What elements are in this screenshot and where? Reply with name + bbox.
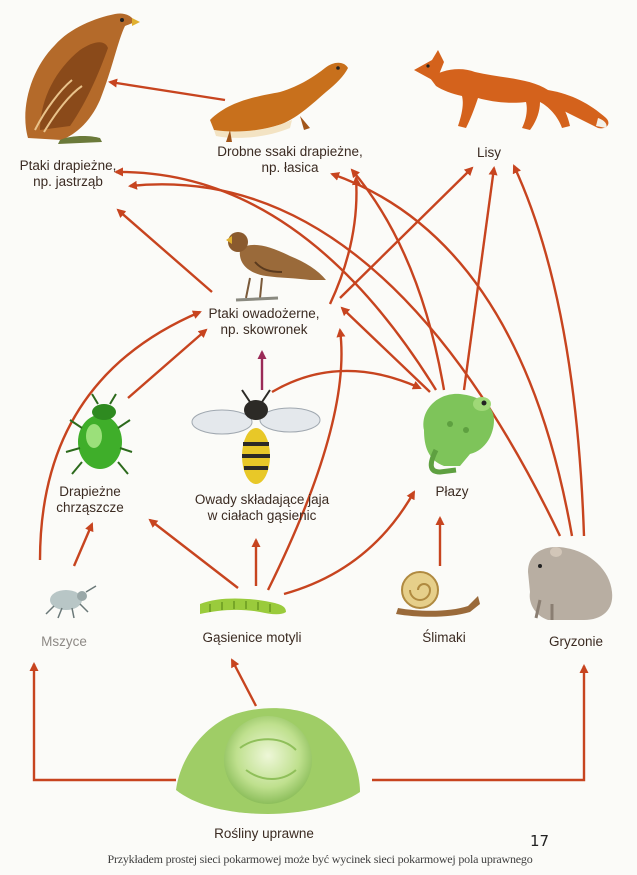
arrow-frog-to-lark xyxy=(342,308,430,392)
label-line: Gąsienice motyli xyxy=(202,630,301,646)
cabbage-icon xyxy=(176,708,360,814)
label-snail: Ślimaki xyxy=(422,630,466,646)
snail-icon xyxy=(396,572,480,617)
caterpillar-icon xyxy=(200,599,286,615)
label-wasp: Owady składające jaja w ciałach gąsienic xyxy=(195,492,329,524)
label-rodent: Gryzonie xyxy=(549,634,603,650)
label-lark: Ptaki owadożerne, np. skowronek xyxy=(208,306,319,338)
arrow-caterpillar-to-lark xyxy=(268,330,342,590)
label-frog: Płazy xyxy=(435,484,468,500)
label-beetle: Drapieżne chrząszcze xyxy=(56,484,124,516)
label-aphid: Mszyce xyxy=(41,634,87,650)
aphid-icon xyxy=(46,586,96,618)
label-line: w ciałach gąsienic xyxy=(195,508,329,524)
label-line: Ślimaki xyxy=(422,630,466,646)
figure-caption: Przykładem prostej sieci pokarmowej może… xyxy=(10,852,630,867)
frog-icon xyxy=(423,394,494,472)
label-hawk: Ptaki drapieżne, np. jastrząb xyxy=(20,158,117,190)
arrow-frog-to-hawk xyxy=(116,172,436,390)
weasel-icon xyxy=(210,63,348,142)
arrow-cabbage-to-rodent xyxy=(372,666,584,780)
arrow-cabbage-to-caterpillar xyxy=(232,660,256,706)
label-line: chrząszcze xyxy=(56,500,124,516)
label-line: Ptaki drapieżne, xyxy=(20,158,117,174)
label-caterpillar: Gąsienice motyli xyxy=(202,630,301,646)
label-line: np. łasica xyxy=(217,160,363,176)
beetle-icon xyxy=(66,394,132,474)
label-cabbage: Rośliny uprawne xyxy=(214,826,314,842)
label-line: Drobne ssaki drapieżne, xyxy=(217,144,363,160)
arrow-weasel-to-hawk xyxy=(110,82,225,100)
arrow-lark-to-hawk xyxy=(118,210,212,292)
label-weasel: Drobne ssaki drapieżne, np. łasica xyxy=(217,144,363,176)
arrow-frog-to-fox xyxy=(464,168,494,390)
hawk-icon xyxy=(25,13,140,144)
rodent-icon xyxy=(528,547,612,620)
arrow-rodent-to-fox xyxy=(514,166,584,536)
label-line: Ptaki owadożerne, xyxy=(208,306,319,322)
arrow-aphid-to-beetle xyxy=(74,524,92,566)
label-line: Gryzonie xyxy=(549,634,603,650)
arrow-caterpillar-to-beetle xyxy=(150,520,238,588)
arrow-rodent-to-hawk xyxy=(130,184,560,536)
fox-icon xyxy=(414,50,608,130)
arrow-cabbage-to-aphid xyxy=(34,664,176,780)
label-line: Owady składające jaja xyxy=(195,492,329,508)
wasp-icon xyxy=(192,390,320,484)
arrow-wasp-to-frog xyxy=(272,371,420,392)
label-line: Drapieżne xyxy=(56,484,124,500)
label-line: Mszyce xyxy=(41,634,87,650)
label-line: Płazy xyxy=(435,484,468,500)
label-line: Lisy xyxy=(477,145,501,161)
arrow-lark-to-fox xyxy=(340,168,472,298)
label-line: np. skowronek xyxy=(208,322,319,338)
label-line: Rośliny uprawne xyxy=(214,826,314,842)
label-fox: Lisy xyxy=(477,145,501,161)
arrow-beetle-to-lark xyxy=(128,330,206,398)
arrow-frog-to-weasel xyxy=(352,170,444,390)
page-number: 17 xyxy=(530,832,549,850)
label-line: np. jastrząb xyxy=(20,174,117,190)
